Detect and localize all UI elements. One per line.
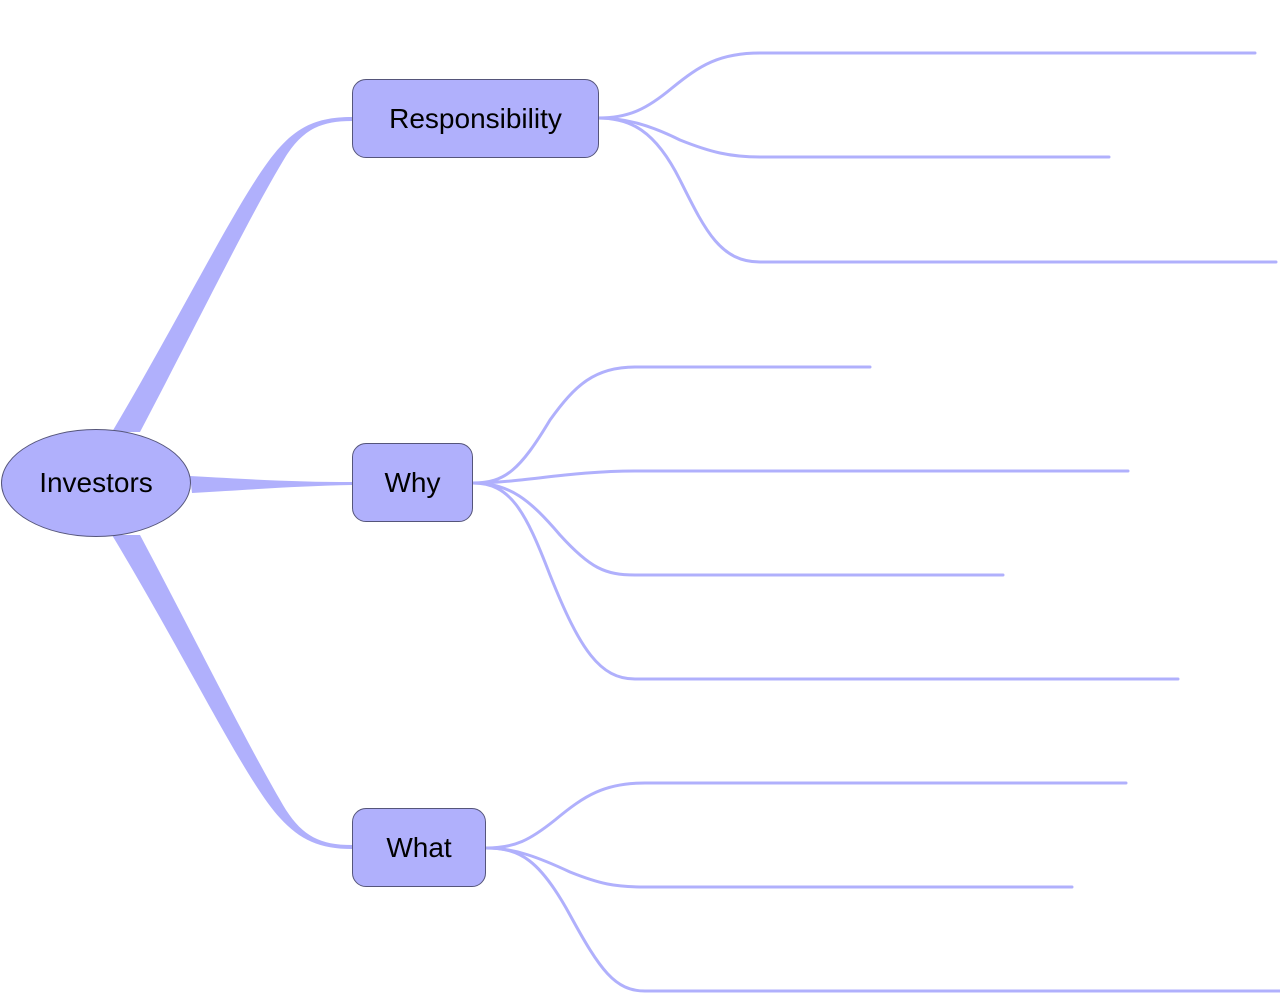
root-branch-responsibility	[112, 117, 352, 432]
subtopic-branch-why-4	[471, 481, 1180, 681]
topic-label-why: Why	[384, 466, 441, 498]
topic-node-why[interactable]: Why	[352, 443, 473, 522]
subtopic-branch-what-3	[484, 846, 1280, 993]
subtopic-branch-why-1	[471, 365, 872, 485]
topic-label-what: What	[386, 831, 452, 863]
topic-label-responsibility: Responsibility	[389, 102, 562, 134]
subtopic-branch-responsibility-3	[596, 116, 1278, 264]
subtopic-branch-what-1	[484, 781, 1128, 850]
topic-node-what[interactable]: What	[352, 808, 486, 887]
subtopic-branch-why-2	[471, 469, 1130, 485]
root-label: Investors	[39, 467, 153, 498]
subtopic-branch-responsibility-2	[596, 116, 1111, 159]
subtopic-branch-responsibility-1	[596, 51, 1257, 120]
root-node-investors[interactable]: Investors	[1, 429, 191, 537]
root-branch-why	[190, 476, 352, 493]
subtopic-branch-what-2	[484, 846, 1074, 889]
topic-node-responsibility[interactable]: Responsibility	[352, 79, 599, 158]
root-branch-what	[112, 535, 352, 849]
subtopic-branch-why-3	[471, 481, 1005, 577]
